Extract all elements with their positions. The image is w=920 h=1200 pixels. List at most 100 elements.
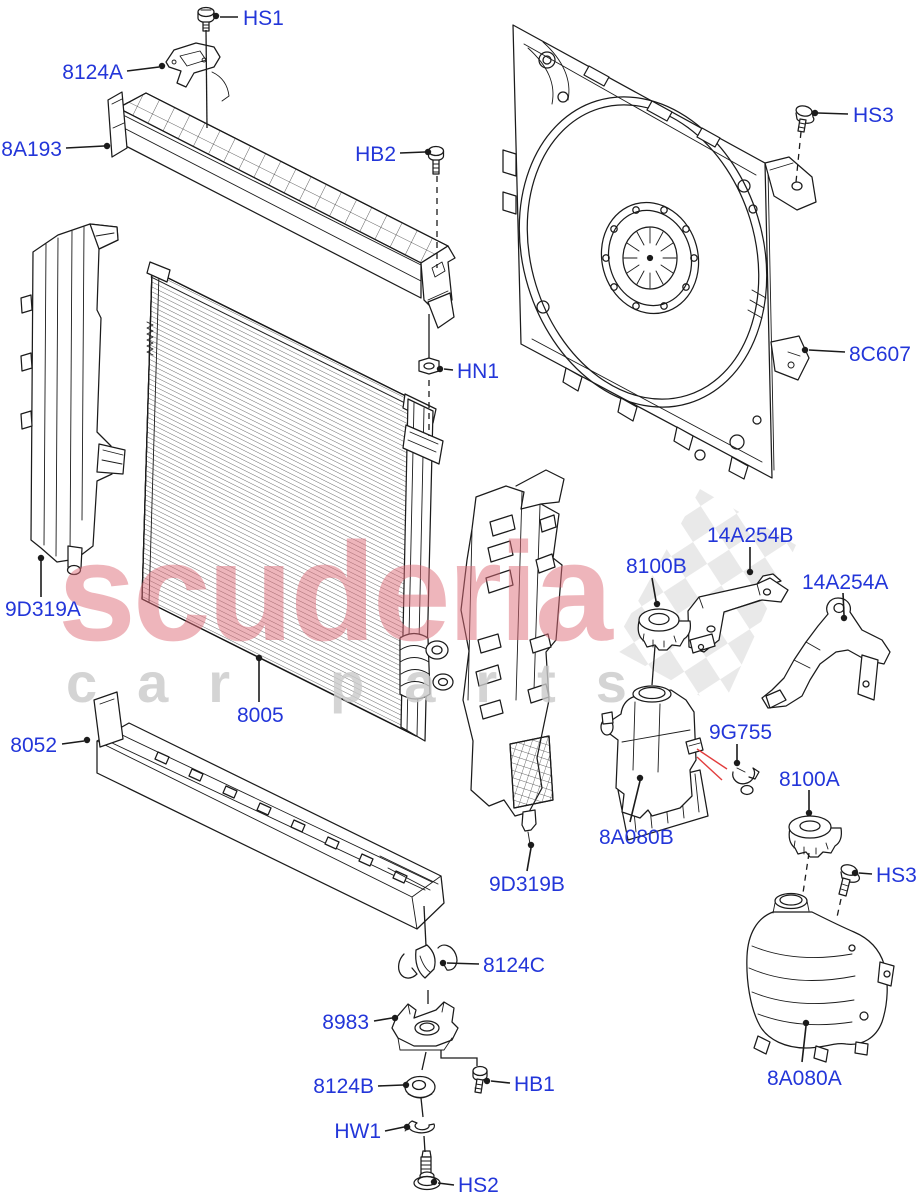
callout-8100A: 8100A <box>779 768 840 817</box>
leader-dot-8100B <box>653 600 661 608</box>
callout-9G755: 9G755 <box>709 721 772 767</box>
part-number-8100A: 8100A <box>779 768 840 791</box>
part-number-8C607: 8C607 <box>849 343 911 366</box>
assembly-line <box>802 852 810 894</box>
callout-HB1: HB1 <box>483 1073 555 1096</box>
watermark-word-car: car <box>66 651 270 714</box>
part-number-8A080A: 8A080A <box>767 1067 842 1090</box>
leader-line-HB1 <box>490 1080 511 1084</box>
leader-dot-HW1 <box>403 1123 411 1131</box>
radiator-hose <box>399 632 454 700</box>
leader-dot-HB2 <box>424 148 432 156</box>
leader-dot-HS3-bottom <box>851 869 859 877</box>
part-number-HS2: HS2 <box>458 1174 499 1197</box>
assembly-line <box>651 645 656 686</box>
leader-line-8C607 <box>808 349 846 353</box>
part-number-HS3-top: HS3 <box>853 104 894 127</box>
leader-line-8A080A <box>801 1025 807 1063</box>
callout-9D319A: 9D319A <box>5 554 81 621</box>
screw-hb2 <box>427 145 445 175</box>
leader-line-8052 <box>61 740 85 745</box>
callout-8A080B: 8A080B <box>599 774 674 849</box>
cap-8100a <box>788 815 842 858</box>
part-number-9G755: 9G755 <box>709 721 772 744</box>
part-number-9D319A: 9D319A <box>5 598 81 621</box>
expansion-tank-8a080a <box>746 892 895 1063</box>
callout-HS3-top: HS3 <box>811 104 894 127</box>
leader-dot-8052 <box>83 736 91 744</box>
callout-HB2: HB2 <box>355 143 432 166</box>
leader-line-8A080B <box>629 780 641 823</box>
assembly-line <box>440 1050 478 1066</box>
part-number-HB2: HB2 <box>355 143 396 166</box>
screw-hb1 <box>472 1065 488 1094</box>
callout-8124B: 8124B <box>313 1075 410 1098</box>
leader-line-8983 <box>373 1017 393 1022</box>
assembly-line <box>836 898 842 918</box>
leader-dot-8C607 <box>801 346 809 354</box>
red-pointer-line <box>696 756 723 781</box>
assembly-line <box>420 1097 424 1118</box>
leader-dot-HS2 <box>430 1178 438 1186</box>
part-number-HS3-bottom: HS3 <box>876 864 917 887</box>
fan-clutch-plate <box>600 201 700 315</box>
assembly-line <box>423 905 427 947</box>
part-number-8983: 8983 <box>322 1011 369 1034</box>
leader-dot-8A080A <box>802 1019 810 1027</box>
part-number-8005: 8005 <box>237 704 284 727</box>
part-number-8124A: 8124A <box>62 61 123 84</box>
callout-8124C: 8124C <box>439 954 545 977</box>
expansion-tank-8a080b <box>600 685 709 841</box>
callout-14A254B: 14A254B <box>707 524 793 576</box>
part-number-HB1: HB1 <box>514 1073 555 1096</box>
leader-dot-9D319B <box>527 841 535 849</box>
cap-8100b <box>637 608 691 651</box>
callout-8052: 8052 <box>10 734 91 757</box>
screw-hs1 <box>197 6 215 32</box>
leader-line-HB2 <box>399 151 426 154</box>
bracket-14a254a <box>761 597 891 709</box>
watermark-word-scuderia: scuderia <box>58 513 614 670</box>
callout-HS1: HS1 <box>212 7 284 30</box>
leader-line-HW1 <box>384 1126 405 1132</box>
leader-line-8A193 <box>65 145 105 149</box>
callout-8A193: 8A193 <box>1 138 111 161</box>
callout-HN1: HN1 <box>436 360 499 383</box>
part-number-8A193: 8A193 <box>1 138 62 161</box>
grommet-8124b <box>404 1075 436 1099</box>
air-deflector-8052 <box>93 691 445 930</box>
part-number-HS1: HS1 <box>243 7 284 30</box>
clip-9g755 <box>732 767 760 796</box>
leader-dot-14A254B <box>746 568 754 576</box>
callout-14A254A: 14A254A <box>802 571 888 622</box>
leader-dot-8983 <box>391 1014 399 1022</box>
crossmember-8a193 <box>107 91 456 329</box>
screw-hs3-top <box>795 105 815 133</box>
bracket-8124a <box>165 42 230 102</box>
leader-dot-8A080B <box>636 774 644 782</box>
callout-8A080A: 8A080A <box>767 1019 842 1090</box>
assembly-line <box>421 1051 427 1071</box>
screw-hs3-bottom <box>838 864 861 897</box>
part-number-8124C: 8124C <box>483 954 545 977</box>
leader-line-14A254A <box>842 592 845 616</box>
leader-line-8124B <box>377 1084 404 1087</box>
leader-line-HS3-bottom <box>858 872 873 875</box>
leader-dot-HS3-top <box>811 109 819 117</box>
part-number-14A254A: 14A254A <box>802 571 888 594</box>
watermark-word-parts: parts <box>330 651 667 714</box>
bracket-14a254b <box>687 573 789 654</box>
callout-9D319B: 9D319B <box>489 841 565 896</box>
callout-HW1: HW1 <box>334 1120 411 1143</box>
leader-dot-8124A <box>158 62 166 70</box>
nut-hn1 <box>418 357 440 375</box>
part-number-HN1: HN1 <box>457 360 499 383</box>
leader-dot-8100A <box>805 809 813 817</box>
callout-8005: 8005 <box>237 654 284 727</box>
assembly-connector-lines <box>205 29 842 1153</box>
leader-line-8100B <box>651 577 657 602</box>
part-number-8100B: 8100B <box>626 555 687 578</box>
leader-dot-HN1 <box>436 365 444 373</box>
part-number-8052: 8052 <box>10 734 57 757</box>
